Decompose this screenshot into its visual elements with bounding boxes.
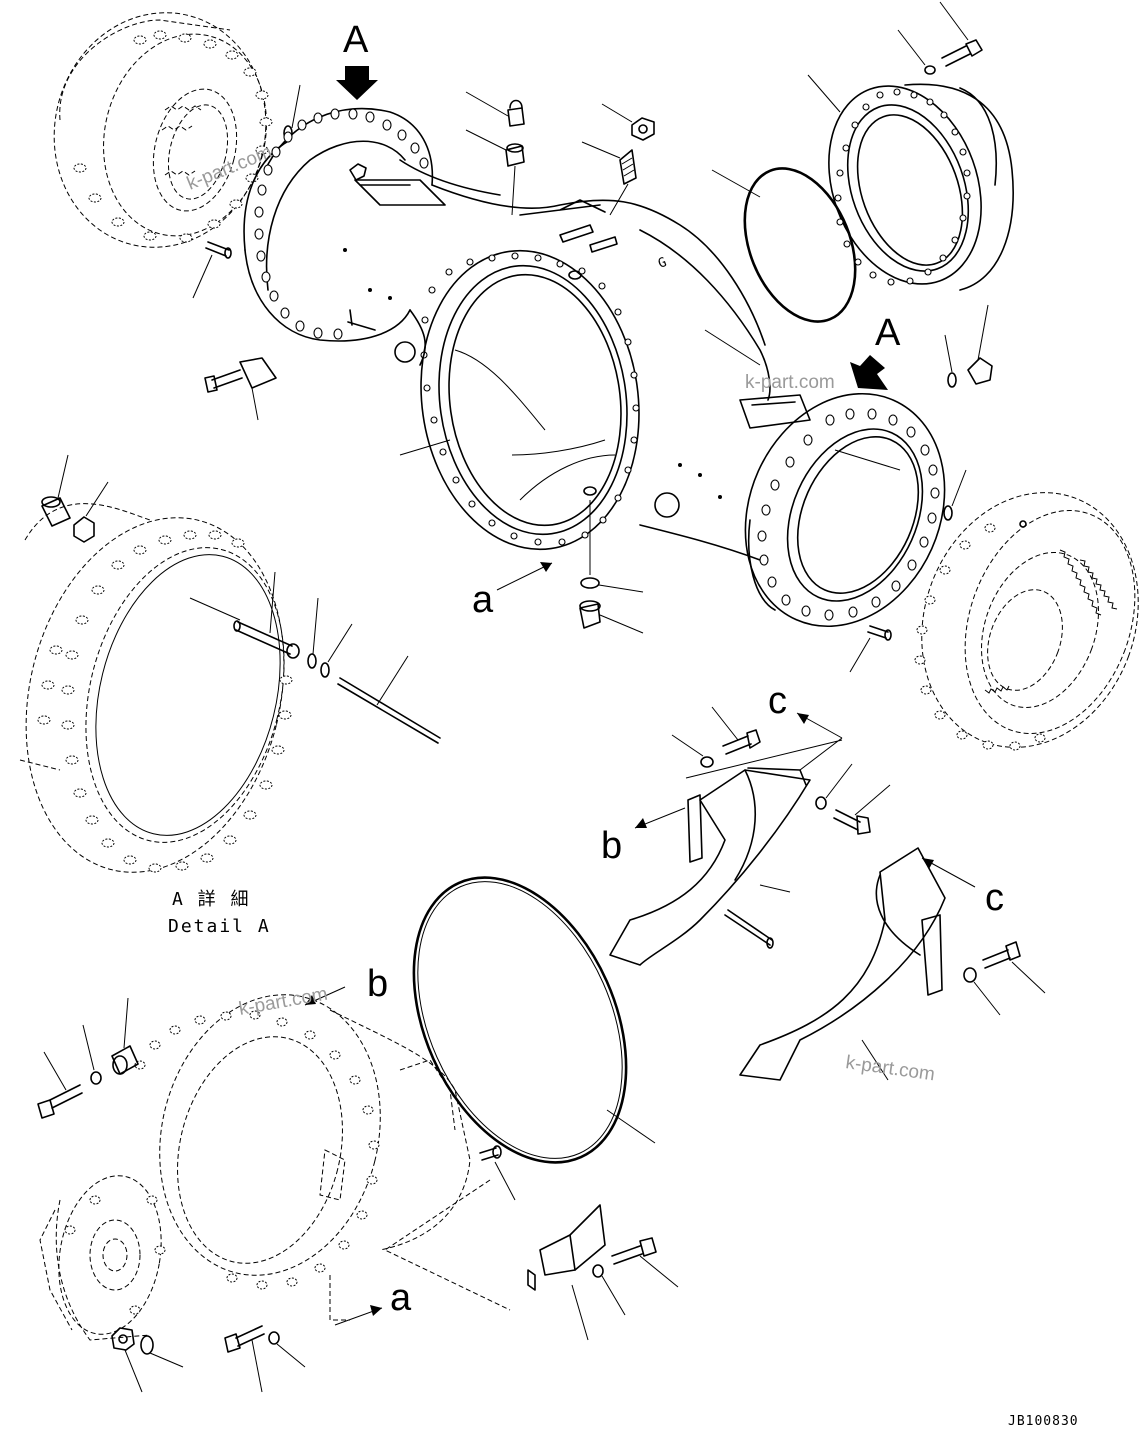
o-ring-drain	[580, 577, 644, 593]
label-ref-c-top: c	[768, 680, 787, 722]
drain-plug	[579, 600, 644, 634]
pin-detail	[233, 571, 300, 659]
dowel-pin-differential	[479, 1145, 516, 1201]
label-ref-a-bottom: a	[390, 1277, 412, 1319]
washer-bracket	[592, 1264, 626, 1316]
svg-text:G: G	[656, 255, 669, 272]
bolt-guard-lower	[982, 941, 1046, 994]
leader-housing	[399, 439, 451, 456]
washer-diff-left	[82, 1024, 102, 1085]
nut-diff-bottom	[111, 1327, 143, 1393]
washer-diff-bottom	[268, 1331, 306, 1368]
ref-arrow-a-bottom	[334, 1305, 383, 1326]
right-flange-bolt-holes	[757, 408, 940, 621]
label-view-a-top: A	[343, 19, 369, 61]
detail-a-title: A 詳 細 Detail A	[168, 889, 271, 937]
ref-arrow-b-mid	[634, 807, 686, 829]
watermark-3: k-part.com	[237, 984, 329, 1020]
view-arrow-a-top	[336, 66, 378, 100]
ref-arrow-c-top	[685, 712, 843, 779]
nut-top-centre	[601, 103, 655, 141]
brake-bolt-holes	[914, 523, 1046, 751]
bolt-bracket	[611, 1237, 679, 1288]
detail-a-view	[19, 503, 293, 873]
dowel-pin-right	[849, 625, 892, 673]
label-ref-c-right: c	[985, 877, 1004, 919]
drawing-number: JB100830	[1008, 1414, 1079, 1429]
bolt-diff-left	[37, 1051, 83, 1119]
washer-guard-right	[815, 763, 853, 810]
watermark-2: k-part.com	[745, 372, 835, 393]
label-ref-a-top: a	[472, 579, 494, 621]
o-ring-large-top	[711, 167, 857, 323]
axle-housing: G	[243, 107, 811, 561]
detail-a-title-jp: A 詳 細	[172, 889, 251, 910]
nut-left	[73, 481, 109, 543]
wheel-carrier-top-right	[807, 74, 1014, 291]
bolt-guard-right	[833, 784, 891, 835]
o-ring-right-mid	[943, 469, 967, 521]
label-ref-b-top: b	[367, 963, 388, 1005]
bolt-guard-top	[711, 706, 761, 755]
label-view-a-right: A	[875, 312, 901, 354]
wheel-carrier-bolt-holes	[834, 88, 971, 286]
stud-top-centre	[581, 141, 637, 216]
guard-plate-upper	[609, 767, 811, 966]
washer-guard-lower	[963, 967, 1001, 1016]
o-ring-right-small	[944, 334, 957, 388]
detail-a-bolt-holes	[37, 530, 293, 873]
washer-top-right	[897, 29, 936, 75]
differential-assembly	[39, 994, 511, 1341]
centre-flange-bolt-holes	[420, 252, 640, 546]
bushing-diff-left	[111, 997, 139, 1075]
left-flange-bolt-holes	[254, 108, 429, 340]
o-ring-diff-bottom	[140, 1335, 184, 1368]
watermark-4: k-part.com	[844, 1052, 936, 1085]
detail-a-title-en: Detail A	[168, 916, 271, 937]
o-ring-small-left	[283, 84, 301, 141]
ref-arrow-a-top	[496, 562, 553, 591]
label-ref-b-mid: b	[601, 825, 622, 867]
brake-assembly-right	[914, 492, 1139, 751]
guard-plate-lower	[739, 847, 946, 1081]
bolt-diff-bottom	[224, 1325, 265, 1393]
bolt-left-plate	[204, 357, 277, 421]
elbow-fitting	[465, 129, 525, 216]
washer-guard-top	[671, 734, 714, 768]
breather-fitting	[465, 91, 525, 127]
dowel-pin-left	[192, 241, 232, 299]
ref-arrow-b-top	[304, 986, 346, 1006]
bracket-bottom	[527, 1204, 606, 1341]
ref-arrow-c-right	[921, 857, 976, 888]
housing-right-flange	[744, 392, 946, 628]
o-ring-large-bottom	[412, 876, 656, 1164]
bolt-top-right	[939, 1, 983, 67]
rod-detail	[337, 655, 441, 744]
final-drive-hub-left	[53, 12, 273, 248]
hub-bolt-holes	[73, 30, 273, 243]
view-arrow-a-right	[850, 355, 888, 390]
leader-housing-2	[704, 329, 761, 366]
plug-right	[967, 304, 993, 385]
guard-stud	[724, 909, 774, 949]
bushing-left	[41, 454, 71, 527]
differential-bolt-holes	[64, 1010, 380, 1315]
o-rings-detail	[307, 597, 353, 678]
